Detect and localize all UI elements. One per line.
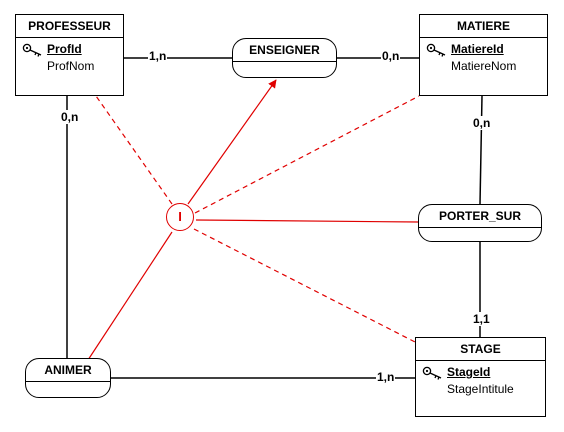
constraint-to-matiere [194,95,420,214]
attribute: ProfNom [47,59,95,73]
attribute-row: MatiereNom [426,58,541,75]
cardinality-professeur-enseigner: 1,n [148,49,168,63]
attribute-row: StageIntitule [422,381,539,398]
cardinality-stage-porter-sur: 1,1 [472,312,491,326]
attribute: MatiereNom [451,59,517,73]
entity-stage[interactable]: STAGE StageId StageIntitule [415,337,546,417]
attribute-row: ProfId [22,41,117,58]
entity-matiere[interactable]: MATIERE MatiereId MatiereNom [419,14,548,96]
entity-professeur[interactable]: PROFESSEUR ProfId ProfNom [15,14,124,96]
association-porter-sur[interactable]: PORTER_SUR [418,204,542,242]
primary-key: ProfId [47,42,82,56]
attribute-row: StageId [422,364,539,381]
entity-attributes: ProfId ProfNom [16,38,123,78]
association-title: ENSEIGNER [233,39,336,62]
cardinality-professeur-animer: 0,n [60,110,80,124]
constraint-arrow-to-enseigner [187,79,277,205]
primary-key: MatiereId [451,42,504,56]
association-animer[interactable]: ANIMER [25,358,111,398]
entity-title: PROFESSEUR [16,15,123,38]
entity-title: STAGE [416,338,545,361]
entity-title: MATIERE [420,15,547,38]
key-icon [22,43,42,57]
constraint-to-porter-sur [195,219,419,223]
entity-attributes: MatiereId MatiereNom [420,38,547,78]
attribute: StageIntitule [447,382,514,396]
inclusion-constraint[interactable]: I [166,203,194,231]
association-enseigner[interactable]: ENSEIGNER [232,38,337,78]
constraint-to-professeur [95,95,173,205]
attribute-row: ProfNom [22,58,117,75]
primary-key: StageId [447,365,491,379]
link-matiere-porter [479,95,483,205]
association-title: PORTER_SUR [419,205,541,228]
cardinality-stage-animer: 1,n [376,370,396,384]
cardinality-matiere-porter-sur: 0,n [472,116,492,130]
key-icon [422,366,442,380]
attribute-row: MatiereId [426,41,541,58]
cardinality-matiere-enseigner: 0,n [381,49,401,63]
key-icon [426,43,446,57]
entity-attributes: StageId StageIntitule [416,361,545,401]
association-title: ANIMER [26,359,110,382]
constraint-to-stage [193,228,416,343]
constraint-to-animer [87,231,173,361]
